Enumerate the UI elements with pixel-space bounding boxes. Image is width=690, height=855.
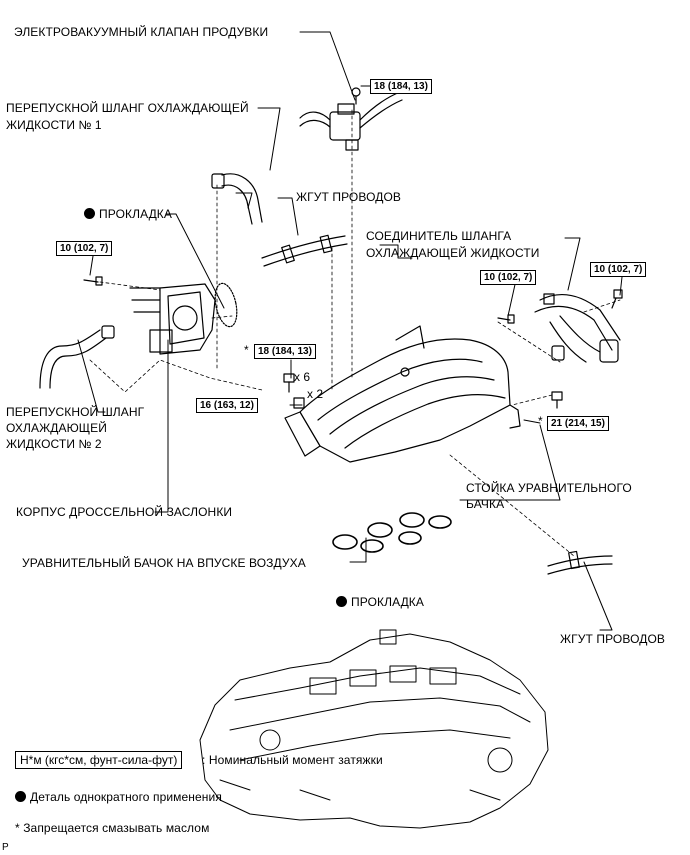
torque-throttle-body: 10 (102, 7) bbox=[56, 241, 113, 256]
leader-lines bbox=[77, 31, 624, 631]
torque-coolant-joint-right: 10 (102, 7) bbox=[590, 262, 647, 277]
torque-tank-nuts: 16 (163, 12) bbox=[196, 398, 258, 413]
corner-code: P bbox=[2, 842, 9, 853]
label-bypass-hose-1-line2: ЖИДКОСТИ № 1 bbox=[6, 118, 102, 132]
one-time-use-icon bbox=[336, 596, 347, 607]
label-purge-vsv: ЭЛЕКТРОВАКУУМНЫЙ КЛАПАН ПРОДУВКИ bbox=[14, 25, 269, 39]
label-surge-tank-stay-line1: СТОЙКА УРАВНИТЕЛЬНОГО bbox=[466, 481, 632, 495]
legend-one-time-use-text: Деталь однократного применения bbox=[30, 790, 222, 804]
label-bypass-hose-2-line2: ОХЛАЖДАЮЩЕЙ bbox=[6, 421, 107, 435]
bypass-hose-2-drawing bbox=[39, 325, 115, 389]
surge-tank-drawing bbox=[284, 325, 521, 463]
legend-no-oil: * Запрещается смазывать маслом bbox=[15, 821, 210, 835]
legend-torque-desc: : Номинальный момент затяжки bbox=[202, 753, 383, 767]
label-harness-top: ЖГУТ ПРОВОДОВ bbox=[296, 190, 402, 204]
one-time-use-icon bbox=[15, 791, 26, 802]
label-intake-surge-tank: УРАВНИТЕЛЬНЫЙ БАЧОК НА ВПУСКЕ ВОЗДУХА bbox=[22, 556, 306, 570]
bypass-hose-1-drawing bbox=[211, 173, 263, 225]
label-bypass-hose-1-line1: ПЕРЕПУСКНОЙ ШЛАНГ ОХЛАЖДАЮЩЕЙ bbox=[6, 101, 249, 115]
label-bypass-hose-2-line3: ЖИДКОСТИ № 2 bbox=[6, 437, 102, 451]
qty-x2: x 2 bbox=[307, 387, 324, 401]
bolts-drawing bbox=[83, 276, 623, 409]
one-time-use-icon bbox=[84, 208, 95, 219]
harness-top-drawing bbox=[261, 234, 348, 267]
label-gasket-top: ПРОКЛАДКА bbox=[84, 207, 172, 221]
harness-bottom-drawing bbox=[547, 550, 613, 575]
qty-x6: x 6 bbox=[294, 370, 311, 384]
asterisk-stay: * bbox=[538, 414, 543, 428]
throttle-body-drawing bbox=[129, 282, 238, 355]
legend-one-time-use: Деталь однократного применения bbox=[15, 790, 222, 804]
legend-torque-unit: Н*м (кгс*см, фунт-сила-фут) bbox=[15, 751, 183, 769]
label-surge-tank-stay-line2: БАЧКА bbox=[466, 497, 505, 511]
purge-vsv-drawing bbox=[299, 87, 403, 151]
label-gasket-top-text: ПРОКЛАДКА bbox=[99, 207, 172, 221]
label-bypass-hose-2-line1: ПЕРЕПУСКНОЙ ШЛАНГ bbox=[6, 405, 145, 419]
label-gasket-bottom: ПРОКЛАДКА bbox=[336, 595, 424, 609]
label-gasket-bottom-text: ПРОКЛАДКА bbox=[351, 595, 424, 609]
coolant-joint-drawing bbox=[534, 293, 621, 363]
label-coolant-joint-line1: СОЕДИНИТЕЛЬ ШЛАНГА bbox=[366, 229, 512, 243]
dashed-lines bbox=[89, 109, 621, 557]
asterisk-tank-bolts: * bbox=[244, 343, 249, 357]
torque-coolant-joint-left: 10 (102, 7) bbox=[480, 270, 537, 285]
torque-stay: 21 (214, 15) bbox=[547, 416, 609, 431]
gasket-bottom-drawing bbox=[332, 512, 452, 553]
torque-purge-vsv: 18 (184, 13) bbox=[370, 79, 432, 94]
engine-drawing bbox=[199, 629, 549, 829]
label-coolant-joint-line2: ОХЛАЖДАЮЩЕЙ ЖИДКОСТИ bbox=[366, 246, 540, 260]
torque-tank-bolts: 18 (184, 13) bbox=[254, 344, 316, 359]
label-throttle-body: КОРПУС ДРОССЕЛЬНОЙ ЗАСЛОНКИ bbox=[16, 505, 233, 519]
label-harness-bottom: ЖГУТ ПРОВОДОВ bbox=[560, 632, 666, 646]
